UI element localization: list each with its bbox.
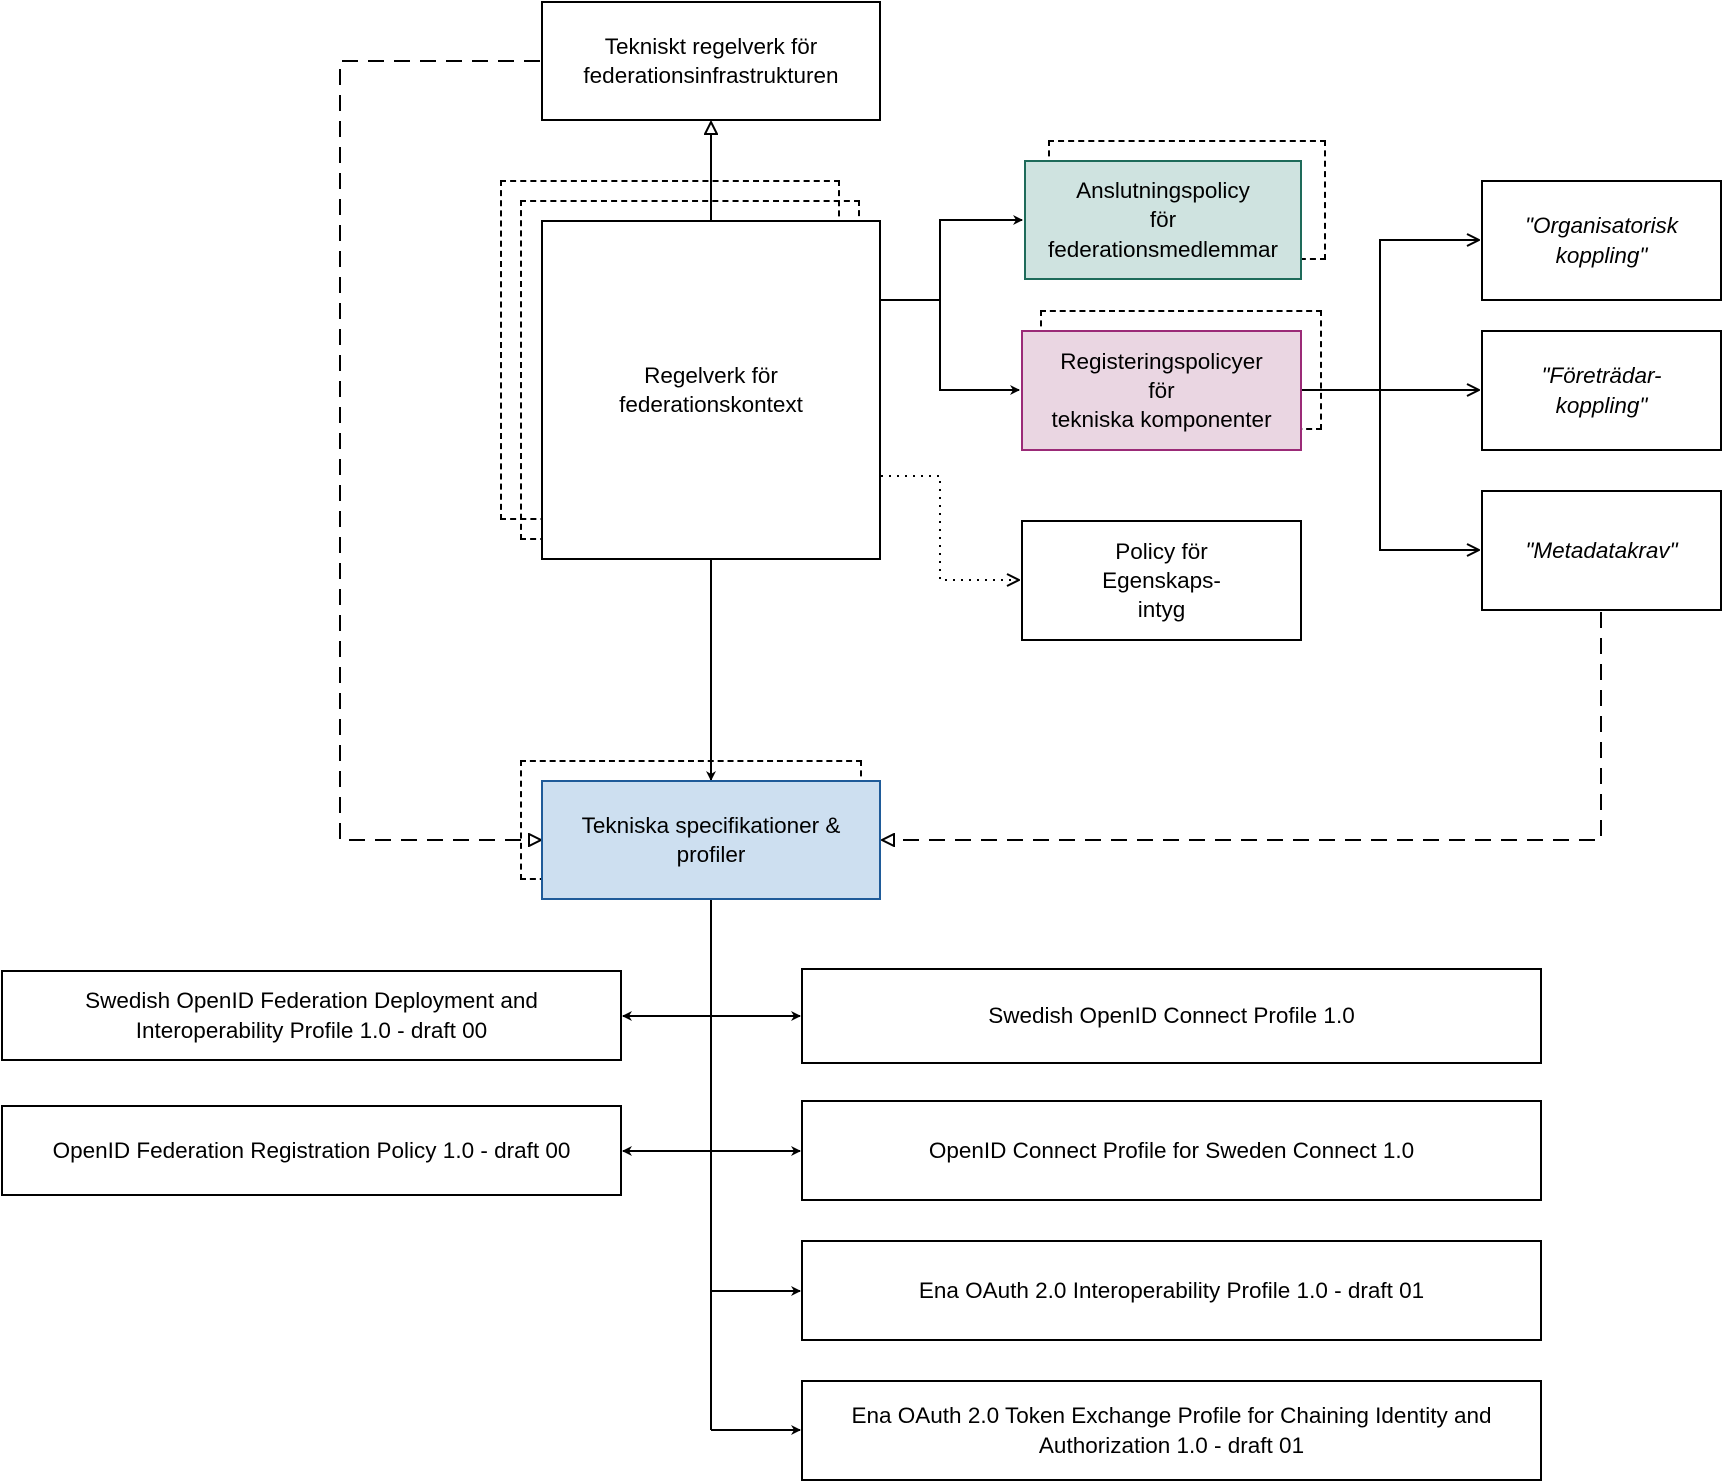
node-policy-egenskapsintyg[interactable]: Policy för Egenskaps- intyg <box>1021 520 1302 641</box>
node-tekniskt-regelverk[interactable]: Tekniskt regelverk för federationsinfras… <box>541 1 881 121</box>
node-swedish-oidc-profile[interactable]: Swedish OpenID Connect Profile 1.0 <box>801 968 1542 1064</box>
node-registeringspolicyer[interactable]: Registeringspolicyer för tekniska kompon… <box>1021 330 1302 451</box>
node-anslutningspolicy[interactable]: Anslutningspolicy för federationsmedlemm… <box>1024 160 1302 280</box>
edge-registering-to-metadatakrav <box>1379 390 1479 550</box>
node-metadatakrav[interactable]: "Metadatakrav" <box>1481 490 1722 611</box>
edge-infra-to-spec <box>339 60 541 840</box>
edge-kontext-to-egenskap <box>881 475 1019 580</box>
edge-registering-to-metadata <box>1301 240 1479 391</box>
node-foretradar-koppling[interactable]: "Företrädar- koppling" <box>1481 330 1722 451</box>
node-fed-registration-policy[interactable]: OpenID Federation Registration Policy 1.… <box>1 1105 622 1196</box>
node-oidc-sweden-connect[interactable]: OpenID Connect Profile for Sweden Connec… <box>801 1100 1542 1201</box>
node-ena-oauth-token-exchange[interactable]: Ena OAuth 2.0 Token Exchange Profile for… <box>801 1380 1542 1481</box>
node-organisatorisk-koppling[interactable]: "Organisatorisk koppling" <box>1481 180 1722 301</box>
node-regelverk-kontext[interactable]: Regelverk för federationskontext <box>541 220 881 560</box>
node-tekniska-specifikationer[interactable]: Tekniska specifikationer & profiler <box>541 780 881 900</box>
node-ena-oauth-interop[interactable]: Ena OAuth 2.0 Interoperability Profile 1… <box>801 1240 1542 1341</box>
edge-kontext-to-anslutning <box>881 215 1023 301</box>
node-swedish-fed-deploy-profile[interactable]: Swedish OpenID Federation Deployment and… <box>1 970 622 1061</box>
edge-metadatakrav-to-spec <box>882 612 1602 840</box>
edge-kontext-to-registering <box>939 300 1020 395</box>
